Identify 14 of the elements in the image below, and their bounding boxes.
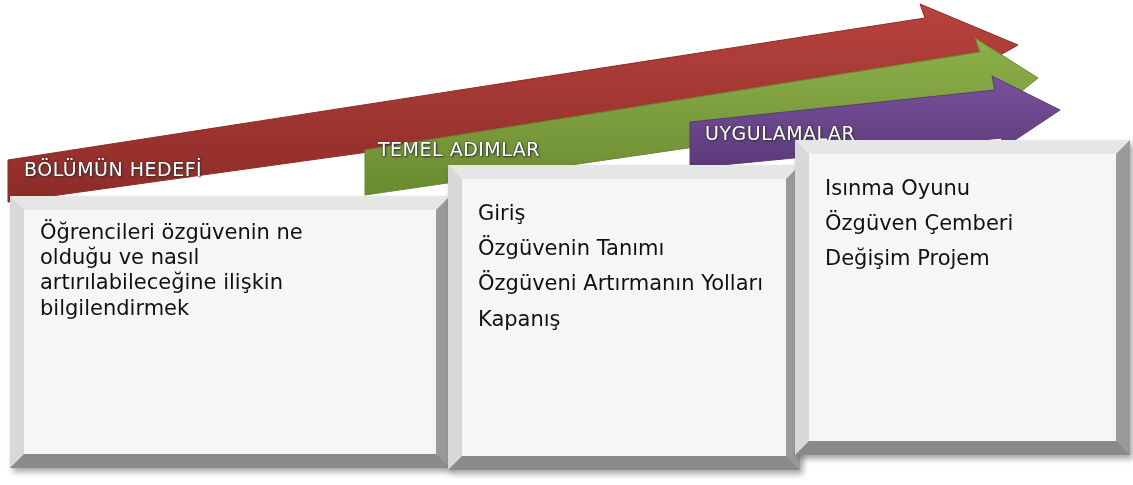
list-item: Kapanış — [478, 306, 562, 332]
content-card — [795, 140, 1130, 455]
list-item: Değişim Projem — [825, 246, 991, 272]
list-item: Öğrencileri özgüvenin ne olduğu ve nasıl artırılabileceğine ilişkin bilgilendirmek — [40, 220, 304, 321]
band-heading: BÖLÜMÜN HEDEFİ — [24, 158, 203, 180]
band-heading: TEMEL ADIMLAR — [378, 138, 540, 160]
band-heading: UYGULAMALAR — [705, 122, 856, 144]
content-card — [448, 165, 800, 470]
list-item: Özgüvenin Tanımı — [478, 236, 666, 262]
content-card — [10, 196, 450, 468]
list-item: Özgüveni Artırmanın Yolları — [478, 271, 765, 297]
list-item: Giriş — [478, 201, 527, 227]
list-item: Isınma Oyunu — [825, 176, 972, 202]
list-item: Özgüven Çemberi — [825, 211, 1015, 237]
